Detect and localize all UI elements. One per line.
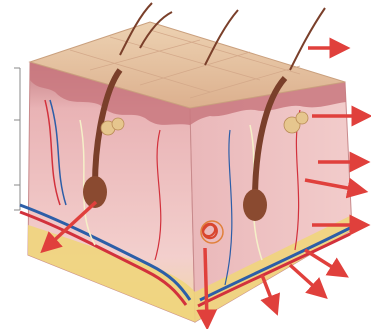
pointer-arrow-icon xyxy=(290,265,320,292)
pointer-arrow-icon xyxy=(205,248,207,320)
layer-scale-bracket xyxy=(14,68,20,210)
pointer-arrow-icon xyxy=(305,250,340,272)
hair-shaft-icon xyxy=(290,8,325,70)
